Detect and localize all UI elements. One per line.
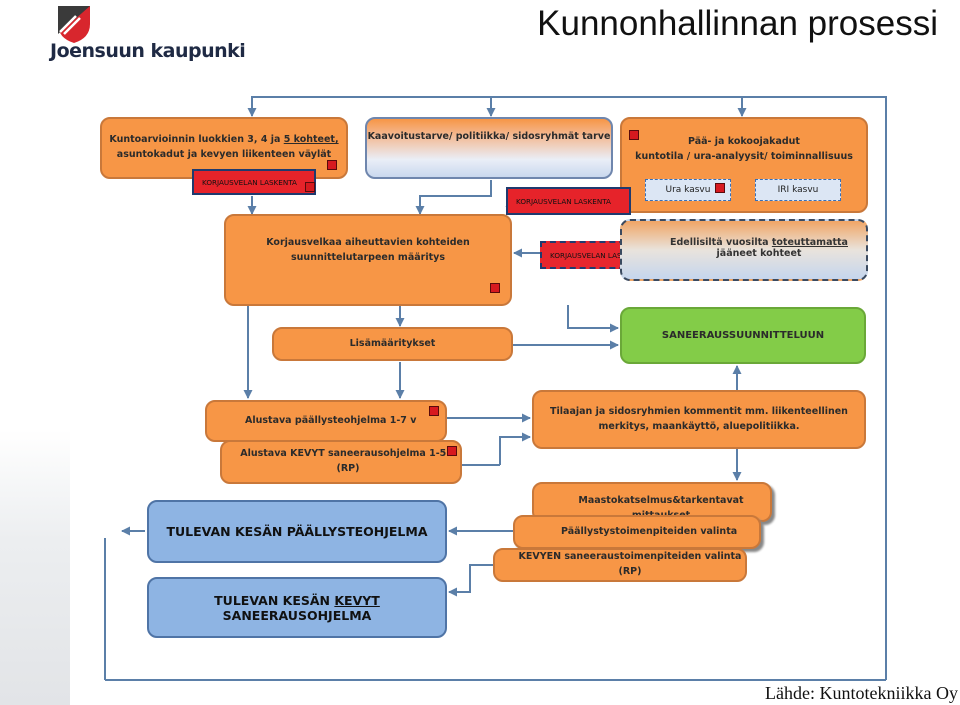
arrow-b4-b7 (567, 305, 619, 333)
iri-kasvu-badge: IRI kasvu (755, 179, 841, 201)
city-crest-logo (50, 4, 94, 49)
crest-icon (58, 6, 90, 43)
red-marker (327, 160, 337, 170)
box-paallystystoimenpiteiden-valinta: Päällystystoimenpiteiden valinta (513, 515, 761, 549)
box-alustava-kevyt-saneerausohjelma: Alustava KEVYT saneerausohjelma 1-5 v (R… (220, 440, 462, 484)
box-kuntoarviointi: Kuntoarvioinnin luokkien 3, 4 ja 5 kohte… (100, 117, 348, 179)
korjausvelan-laskenta-2: KORJAUSVELAN LASKENTA (506, 187, 631, 215)
ura-kasvu-badge: Ura kasvu (645, 179, 731, 201)
red-marker (715, 183, 725, 193)
red-marker (429, 406, 439, 416)
feedback-loop-line (247, 96, 887, 680)
box-kevyen-saneeraustoimenpiteiden-valinta: KEVYEN saneeraustoimenpiteiden valinta (… (493, 548, 747, 582)
box-tulevan-kesan-kevyt-saneerausohjelma: TULEVAN KESÄN KEVYT SANEERAUSOHJELMA (147, 577, 447, 638)
box-toteuttamatta-jaaneet: Edellisiltä vuosilta toteuttamatta jääne… (620, 219, 868, 281)
box-tulevan-kesan-paallysteohjelma: TULEVAN KESÄN PÄÄLLYSTEOHJELMA (147, 500, 447, 563)
red-marker (629, 130, 639, 140)
box-suunnittelutarpeen-maaritys: Korjausvelkaa aiheuttavien kohteiden suu… (224, 214, 512, 306)
box-kaavoitustarve: Kaavoitustarve/ politiikka/ sidosryhmät … (365, 117, 613, 179)
arrow-to-b12 (448, 564, 493, 597)
red-marker (305, 182, 315, 192)
box-tilaajan-kommentit: Tilaajan ja sidosryhmien kommentit mm. l… (532, 390, 866, 449)
red-marker (447, 446, 457, 456)
arrow-b2-b4 (415, 180, 492, 215)
page-title: Kunnonhallinnan prosessi (537, 4, 938, 43)
arrow-b9-b10b (499, 432, 531, 465)
box-alustava-paallysteohjelma: Alustava päällysteohjelma 1-7 v (205, 400, 447, 442)
box-saneeraussuunnitteluun: SANEERAUSSUUNNITTELUUN (620, 307, 866, 364)
box-lisamaaritykset: Lisämääritykset (272, 327, 513, 361)
red-marker (490, 283, 500, 293)
logo-text: Joensuun kaupunki (50, 40, 246, 62)
background-decoration (0, 430, 70, 705)
korjausvelan-laskenta-1: KORJAUSVELAN LASKENTA (192, 169, 316, 195)
source-credit: Lähde: Kuntotekniikka Oy (765, 683, 958, 703)
